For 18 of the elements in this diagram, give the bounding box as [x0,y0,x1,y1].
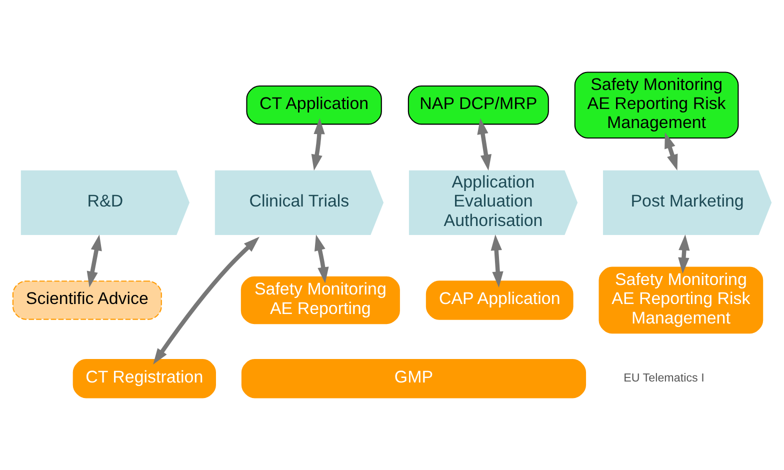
node-box: NAP DCP/MRP [408,86,549,125]
node-box: Scientific Advice [12,280,162,320]
arrow [311,118,325,171]
arrow [678,234,690,274]
arrow [490,234,504,288]
arrow [86,234,102,288]
node-box: GMP [241,359,586,398]
arrow [664,132,678,170]
arrow [314,234,329,284]
node-box: CT Registration [72,359,216,398]
arrow [153,236,260,364]
node-box: CT Application [246,86,382,125]
arrow [477,118,492,171]
node-box: Safety Monitoring AE Reporting [240,276,400,324]
node-box: Safety Monitoring AE Reporting Risk Management [598,266,764,334]
node-box: CAP Application [426,280,574,320]
label: EU Telematics I [624,372,704,385]
node-box: Safety Monitoring AE Reporting Risk Management [574,72,739,138]
